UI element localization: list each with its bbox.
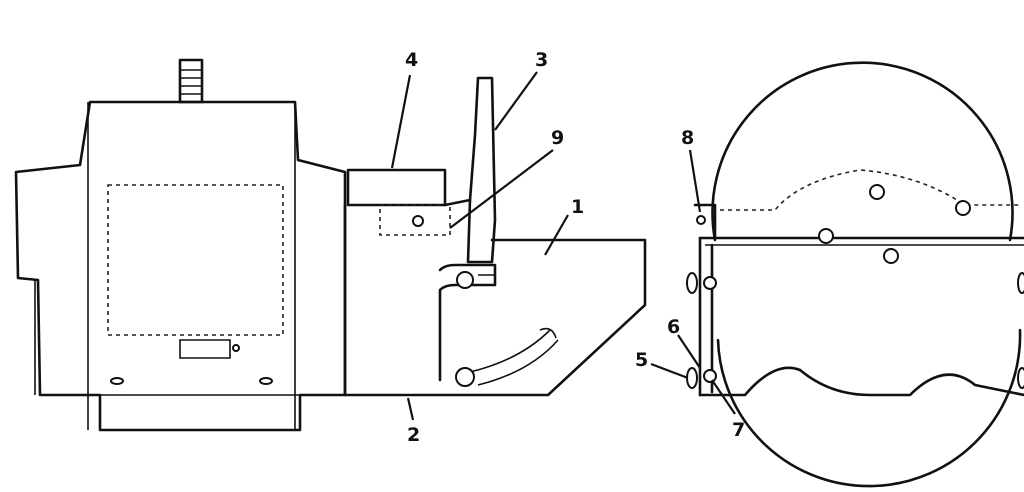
callout-3: 3	[535, 49, 548, 71]
motor-body	[14, 58, 347, 432]
callout-2: 2	[407, 424, 420, 446]
callout-9: 9	[551, 127, 564, 149]
bracket-assembly	[343, 76, 647, 397]
callout-1: 1	[571, 196, 584, 218]
wheel-assembly	[686, 61, 1024, 488]
callout-7: 7	[732, 419, 745, 441]
callout-8: 8	[681, 127, 694, 149]
leader-lines	[390, 71, 736, 421]
callout-4: 4	[405, 49, 418, 71]
callout-5: 5	[635, 349, 648, 371]
callout-6: 6	[667, 316, 680, 338]
